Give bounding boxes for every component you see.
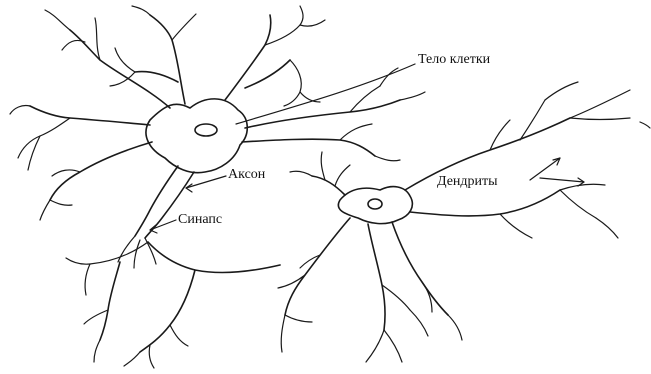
neuron-2-nucleus <box>368 199 382 209</box>
dendrites-pointer-1 <box>530 158 560 180</box>
axon-pointer <box>186 176 226 188</box>
label-cell-body: Тело клетки <box>418 53 490 67</box>
neuron-1-nucleus <box>195 124 217 136</box>
label-dendrites: Дендриты <box>437 175 498 189</box>
dendrites-pointer-2 <box>540 178 584 182</box>
neuron-1 <box>10 6 425 268</box>
label-axon: Аксон <box>228 168 265 182</box>
label-synapse: Синапс <box>178 213 222 227</box>
neuron-2 <box>278 82 650 362</box>
lower-branches <box>66 242 280 368</box>
neuron-1-soma <box>146 99 247 173</box>
synapse-pointer <box>150 220 176 230</box>
